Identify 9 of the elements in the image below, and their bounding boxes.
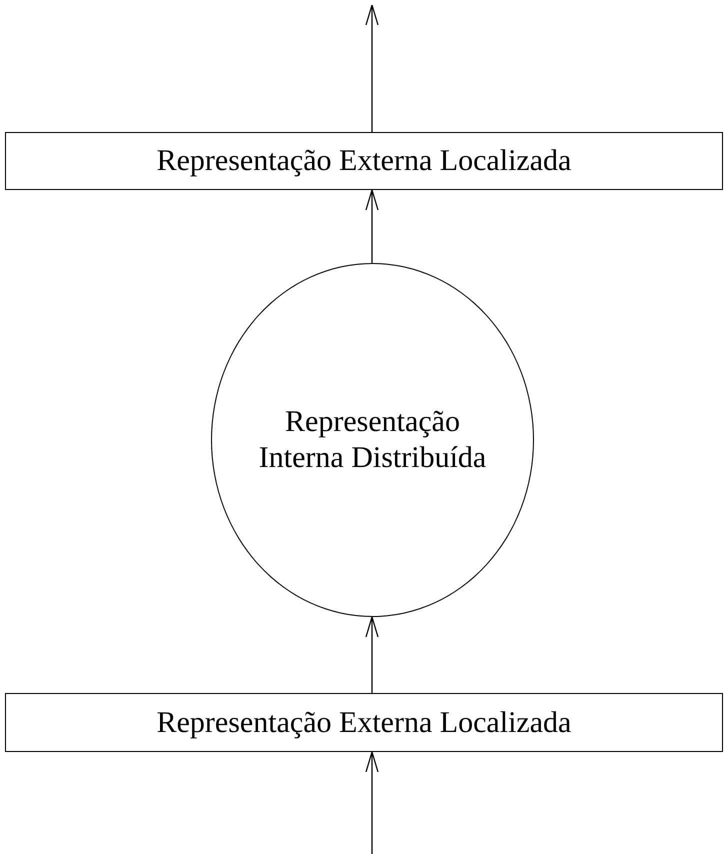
arrow [365, 189, 379, 263]
arrow [365, 4, 379, 132]
process-box [5, 132, 723, 190]
process-box [5, 693, 723, 752]
node-label: Representação Externa Localizada [156, 143, 572, 179]
arrow [365, 751, 379, 854]
node-label: Representação Externa Localizada [156, 704, 572, 740]
arrow [365, 616, 379, 693]
node-label: Representação Interna Distribuída [258, 404, 488, 476]
